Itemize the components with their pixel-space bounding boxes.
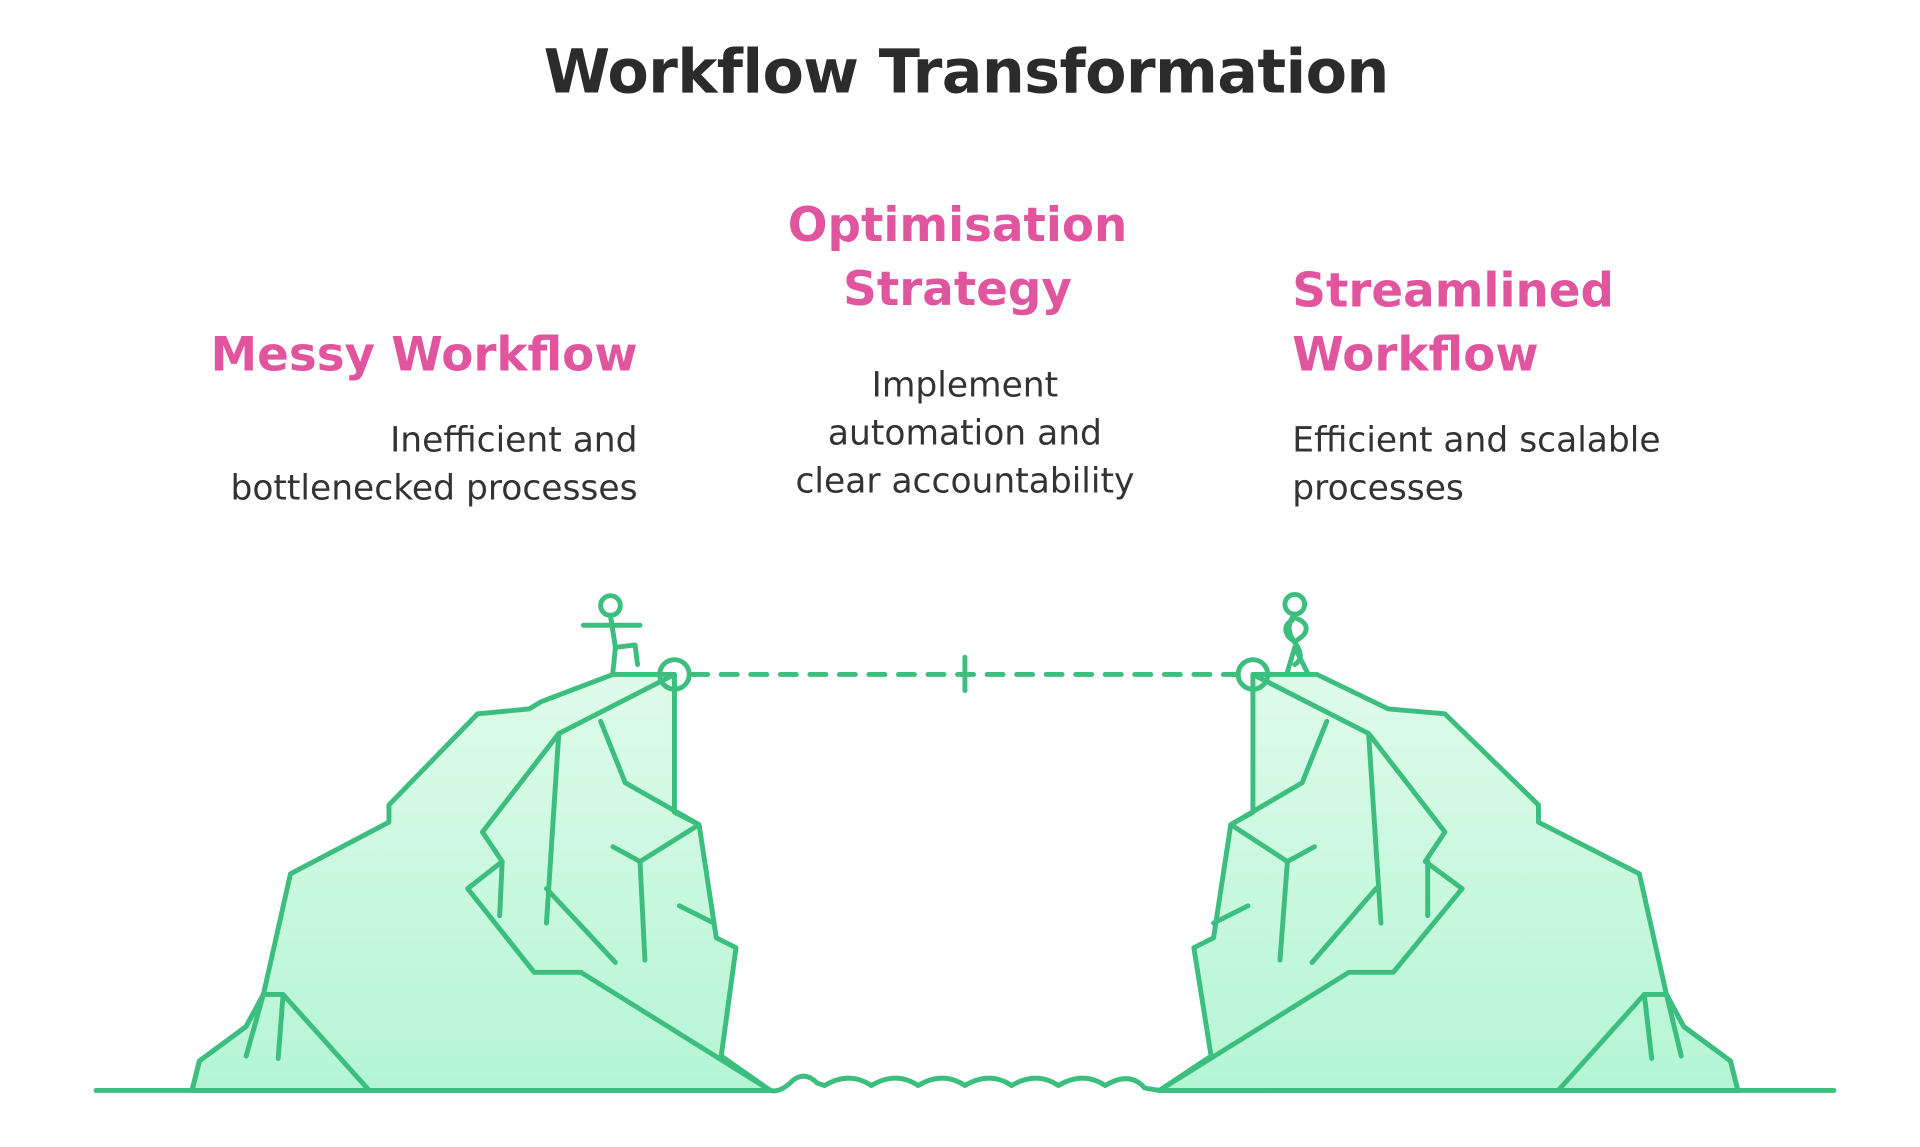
optimisation-desc-line-2: automation and [827,412,1102,453]
optimisation-desc-line-1: Implement [871,364,1059,405]
messy-workflow-desc-line-2: bottlenecked processes [230,467,638,509]
messy-workflow-heading: Messy Workflow [211,322,638,386]
optimisation-desc-line-3: clear accountability [795,460,1135,501]
messy-workflow-description: Inefficient and bottlenecked processes [230,416,637,512]
streamlined-heading-line-2: Workflow [1292,327,1539,382]
streamlined-heading-line-1: Streamlined [1292,263,1614,318]
water-waves [767,1073,1162,1094]
optimisation-heading-line-2: Strategy [843,262,1072,317]
optimisation-strategy-description: Implement automation and clear accountab… [719,361,1211,505]
messy-workflow-heading-text: Messy Workflow [210,327,638,382]
messy-workflow-desc-line-1: Inefficient and [390,419,638,461]
streamlined-workflow-description: Efficient and scalable processes [1292,416,1660,512]
optimisation-heading-line-1: Optimisation [787,198,1128,253]
streamlined-desc-line-2: processes [1292,467,1464,509]
optimisation-strategy-heading: Optimisation Strategy [711,193,1203,321]
standing-person-icon [1282,591,1310,675]
streamlined-desc-line-1: Efficient and scalable [1292,419,1661,461]
ground-and-water [93,1073,1837,1094]
walking-person-icon [580,593,643,675]
rope-bridge-line [657,654,1271,693]
left-cliff-illustration [189,671,773,1093]
streamlined-workflow-heading: Streamlined Workflow [1292,258,1614,386]
diagram-title: Workflow Transformation [543,36,1390,108]
right-cliff-illustration [1156,671,1741,1093]
